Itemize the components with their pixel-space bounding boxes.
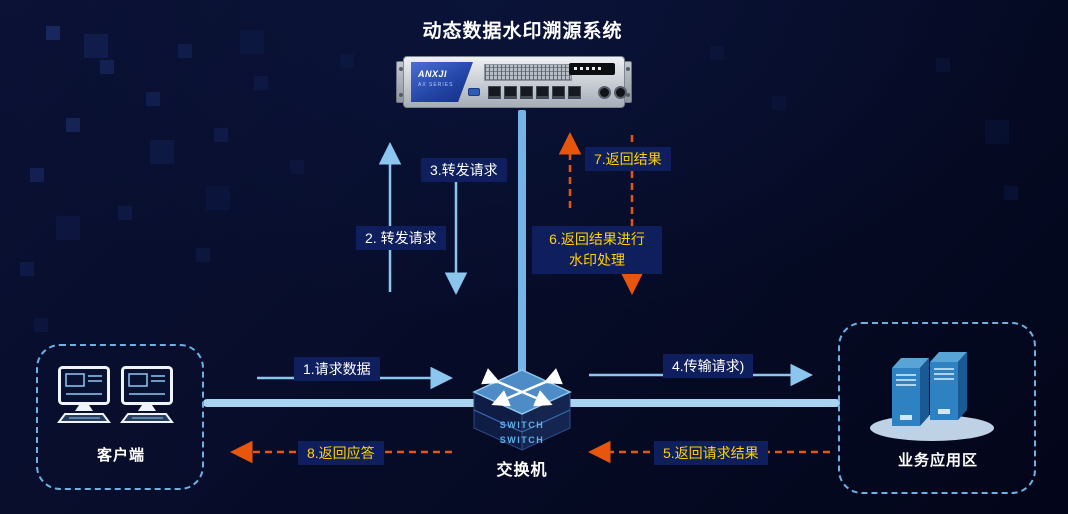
- step-7-label: 7.返回结果: [585, 147, 671, 171]
- step-5-label: 5.返回请求结果: [654, 441, 768, 465]
- step-8-label: 8.返回应答: [298, 441, 384, 465]
- business-node-label: 业务应用区: [897, 452, 978, 469]
- client-zone-border: [36, 344, 204, 490]
- ethernet-port: [568, 86, 581, 99]
- business-servers-icon: [892, 352, 967, 426]
- switch-icon: SWITCH SWITCH: [472, 368, 572, 451]
- ethernet-port: [536, 86, 549, 99]
- computer-icon: [57, 366, 111, 423]
- business-zone-border: [838, 322, 1036, 494]
- server-tower-icon: [930, 352, 967, 420]
- port-row: [488, 86, 581, 99]
- switch-device-text: SWITCH: [500, 420, 545, 430]
- ethernet-port: [488, 86, 501, 99]
- client-node-label: 客户端: [96, 447, 145, 464]
- switch-crossing-arrows-icon: [491, 368, 563, 407]
- step-4-label: 4.传输请求): [663, 354, 754, 378]
- step-6-label: 6.返回结果进行 水印处理: [532, 226, 662, 274]
- status-display: [569, 63, 615, 75]
- ethernet-port: [552, 86, 565, 99]
- step-2-label: 2. 转发请求: [356, 226, 446, 250]
- round-connector: [616, 88, 625, 97]
- trunk-line-vertical: [518, 110, 526, 404]
- switch-stack-divider: [473, 409, 571, 433]
- appliance-chassis: ANXJI AX SERIES: [403, 56, 625, 108]
- diagram-title: 动态数据水印溯源系统: [422, 21, 623, 42]
- server-tower-icon: [892, 358, 929, 426]
- vent-grille: [484, 64, 572, 81]
- round-connector: [600, 88, 609, 97]
- switch-device-text: SWITCH: [500, 435, 545, 445]
- series-text: AX SERIES: [418, 82, 454, 88]
- ethernet-port: [520, 86, 533, 99]
- switch-node-label: 交换机: [496, 462, 548, 479]
- client-computers-icon: [57, 366, 174, 423]
- ethernet-port: [504, 86, 517, 99]
- step-6-line1: 6.返回结果进行: [549, 231, 645, 247]
- brand-text: ANXJI: [418, 69, 448, 79]
- vga-port: [468, 88, 480, 96]
- computer-icon: [120, 366, 174, 423]
- watermark-appliance: ANXJI AX SERIES: [396, 56, 632, 108]
- step-6-line2: 水印处理: [569, 252, 625, 268]
- step-3-label: 3.转发请求: [421, 158, 507, 182]
- step-1-label: 1.请求数据: [294, 357, 380, 381]
